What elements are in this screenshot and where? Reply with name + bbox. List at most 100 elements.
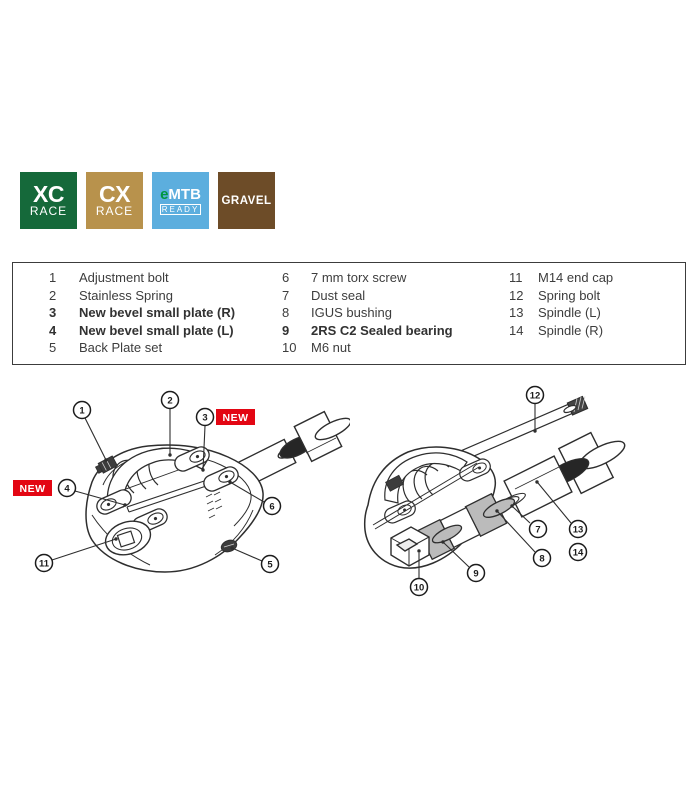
callout-2: 2 [160,390,180,410]
svg-text:10: 10 [414,583,425,594]
new-badge-right: NEW [216,409,255,425]
callouts-left: 1 2 3 4 6 11 5 [34,390,282,574]
parts-row: 4 New bevel small plate (L) [49,322,235,340]
part-label: M6 nut [311,340,351,355]
callout-1: 1 [72,400,92,420]
svg-text:5: 5 [267,560,273,571]
badge-cx-subtitle: RACE [95,203,134,218]
part-number: 12 [509,287,524,303]
badge-xc-race: XC RACE [20,172,77,229]
part-label: 7 mm torx screw [311,270,407,285]
badge-cx-race: CX RACE [86,172,143,229]
badge-gravel-title: GRAVEL [221,194,272,207]
svg-text:6: 6 [269,502,274,513]
part-number: 2 [49,287,57,303]
pedal-body [85,444,264,573]
end-cap-socket [104,520,152,556]
part-number: 10 [282,340,297,355]
parts-row: 2 Stainless Spring [49,287,235,305]
new-badge-left: NEW [13,480,52,496]
badge-emtb-subtitle: READY [159,203,202,215]
part-number: 1 [49,270,57,285]
part-number: 9 [282,322,290,338]
callout-4: 4 [57,478,77,498]
sealed-bearing [416,518,463,561]
svg-text:11: 11 [39,559,50,570]
pedal-spindle-drawing: 12 7 13 8 14 9 10 [363,385,626,597]
svg-text:9: 9 [473,569,478,580]
part-number: 5 [49,340,57,355]
svg-text:NEW: NEW [223,412,249,424]
adjustment-bolt [385,474,405,492]
svg-text:8: 8 [539,554,544,565]
leader-lines [417,404,572,578]
part-label: 2RS C2 Sealed bearing [311,322,453,338]
svg-text:1: 1 [79,406,85,417]
part-number: 14 [509,322,524,338]
part-number: 6 [282,270,290,285]
adjustment-bolt [94,455,118,474]
spring-bolt-in-place [372,462,480,530]
badge-xc-subtitle: RACE [29,203,68,218]
parts-row: 14 Spindle (R) [509,322,613,340]
part-number: 13 [509,305,524,320]
badge-emtb-e: e [160,185,169,203]
pedal-spindle-diagram: 12 7 13 8 14 9 10 [355,385,690,610]
badge-gravel: GRAVEL [218,172,275,229]
part-label: Spring bolt [538,287,601,303]
part-number: 11 [509,270,523,285]
svg-text:NEW: NEW [20,483,46,495]
part-label: New bevel small plate (R) [79,305,236,320]
torx-screw-boss [384,500,416,524]
callout-6: 6 [262,496,282,516]
badge-xc-title: XC [33,180,64,207]
part-label: Stainless Spring [79,287,173,303]
pedal-assembled-diagram: 1 2 3 4 6 11 5 NEW NEW [10,385,350,610]
svg-text:12: 12 [530,391,541,402]
svg-text:13: 13 [573,525,584,536]
badge-emtb-title: eMTB [160,187,201,202]
part-label: M14 end cap [538,270,614,285]
parts-row: 12 Spring bolt [509,287,613,305]
callouts-right: 12 7 13 8 14 9 10 [409,385,588,597]
part-label: Spindle (R) [538,322,604,338]
callout-12: 12 [525,385,545,405]
callout-9: 9 [466,563,486,583]
callout-10: 10 [409,577,429,597]
parts-row: 10 M6 nut [282,339,453,357]
callout-7: 7 [528,519,548,539]
part-number: 4 [49,322,57,338]
parts-row: 11 M14 end cap [509,269,613,287]
parts-row: 7 Dust seal [282,287,453,305]
spindle-shaft [503,455,573,518]
callout-3: 3 [195,407,215,427]
svg-text:3: 3 [202,413,207,424]
parts-row: 9 2RS C2 Sealed bearing [282,322,453,340]
svg-text:14: 14 [573,548,584,559]
discipline-badges: XC RACE CX RACE eMTB READY GRAVEL [20,172,275,229]
parts-row: 3 New bevel small plate (R) [49,304,235,322]
grip-texture [205,491,223,519]
svg-text:2: 2 [167,396,172,407]
torx-screw-boss [459,458,491,482]
callout-5: 5 [260,554,280,574]
callout-14: 14 [568,542,588,562]
callout-11: 11 [34,553,54,573]
svg-text:4: 4 [64,484,70,495]
part-label: New bevel small plate (L) [79,322,234,338]
leader-lines [51,409,265,562]
badge-emtb-ready: eMTB READY [152,172,209,229]
part-number: 7 [282,287,290,303]
callout-13: 13 [568,519,588,539]
part-label: Dust seal [311,287,366,303]
svg-text:7: 7 [535,525,540,536]
part-number: 3 [49,305,57,320]
